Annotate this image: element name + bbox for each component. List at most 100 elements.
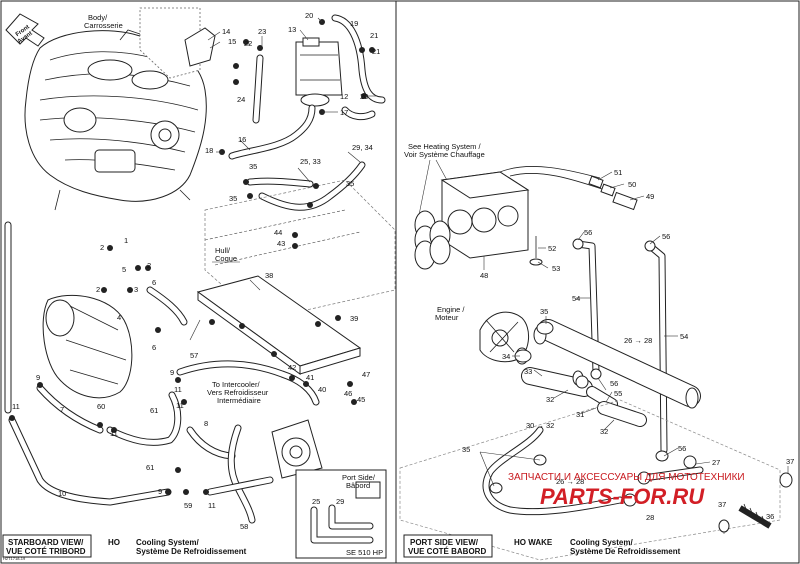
intercooler-label-2: Vers Refroidisseur (207, 388, 269, 397)
cooling-system-title-left: Cooling System/ (136, 538, 199, 547)
intercooler-label-1: To Intercooler/ (212, 380, 260, 389)
callout-9a: 9 (36, 373, 40, 382)
callout-60: 60 (97, 402, 105, 411)
callout-32a: 32 (546, 395, 554, 404)
callout-13: 13 (288, 25, 296, 34)
callout-48: 48 (480, 271, 488, 280)
port-side-view-box (403, 534, 493, 558)
callout-38: 38 (265, 271, 273, 280)
systeme-title-right: Système De Refroidissement (570, 547, 681, 556)
callout-25-33: 25, 33 (300, 157, 321, 166)
model-label-right: HO WAKE (514, 538, 553, 547)
watermark-text: ЗАПЧАСТИ И АКСЕССУАРЫ ДЛЯ МОТОТЕХНИКИ (508, 472, 745, 483)
vue-cote-tribord-label: VUE COTÉ TRIBORD (6, 547, 86, 556)
callout-11d: 11 (110, 429, 118, 438)
callout-55: 55 (614, 389, 622, 398)
callout-11c: 11 (12, 402, 20, 411)
callout-26-28: 26 → 28 (624, 336, 652, 345)
leader-lines-right (479, 171, 789, 534)
callout-35b: 35 (346, 179, 354, 188)
callout-43: 43 (277, 239, 285, 248)
callout-25: 25 (312, 497, 320, 506)
intercooler-label-3: Intermédiaire (217, 396, 261, 405)
callout-5: 5 (122, 265, 126, 274)
callout-4: 4 (117, 313, 121, 322)
callout-29: 29 (336, 497, 344, 506)
callout-9c: 9 (158, 487, 162, 496)
callout-19: 19 (350, 19, 358, 28)
callout-45: 45 (357, 395, 365, 404)
callouts-right: 51 50 49 56 56 52 53 48 54 54 35 34 26 →… (462, 168, 794, 522)
callout-47: 47 (362, 370, 370, 379)
body-label: Body/ (88, 13, 108, 22)
callout-56c: 56 (610, 379, 618, 388)
callout-28: 28 (646, 513, 654, 522)
callout-42: 42 (288, 363, 296, 372)
starboard-view-label: STARBOARD VIEW/ (8, 538, 84, 547)
callout-7: 7 (60, 405, 64, 414)
port-side-label: Port Side/ (342, 473, 376, 482)
front-arrow-icon: Front Avant (5, 13, 45, 47)
callout-39: 39 (350, 314, 358, 323)
clamps-right (489, 238, 793, 507)
moteur-label: Moteur (435, 313, 459, 322)
starboard-view-box (2, 534, 92, 558)
watermark-logo: PARTS-FOR.RU (540, 484, 705, 509)
callout-54a: 54 (572, 294, 580, 303)
callout-41: 41 (306, 373, 314, 382)
callout-32b: 32 (600, 427, 608, 436)
callout-30-32: 30 → 32 (526, 421, 554, 430)
callout-14: 14 (222, 27, 230, 36)
callout-49: 49 (646, 192, 654, 201)
callout-3: 3 (134, 285, 138, 294)
model-label-left: HO (108, 538, 120, 547)
callout-1: 1 (124, 236, 128, 245)
callout-35e: 35 (462, 445, 470, 454)
callout-20a: 20 (305, 11, 313, 20)
callout-33: 33 (524, 367, 532, 376)
callout-56b: 56 (662, 232, 670, 241)
callout-12: 12 (340, 92, 348, 101)
callout-40: 40 (318, 385, 326, 394)
fittings (9, 19, 375, 495)
callout-11b: 11 (176, 401, 184, 410)
right-panel: See Heating System / Voir Système Chauff… (399, 142, 794, 561)
body-panel (139, 7, 216, 79)
callout-6a: 6 (152, 278, 156, 287)
callout-35a: 35 (249, 162, 257, 171)
callout-59: 59 (184, 501, 192, 510)
callout-31: 31 (576, 410, 584, 419)
vue-cote-babord-label: VUE COTÉ BABORD (408, 547, 486, 556)
callout-58: 58 (240, 522, 248, 531)
heating-label-1: See Heating System / (408, 142, 481, 151)
heater-box (440, 166, 606, 259)
callout-21a: 21 (370, 31, 378, 40)
coolant-reservoir (295, 37, 343, 107)
callout-18: 18 (205, 146, 213, 155)
callout-37b: 37 (718, 500, 726, 509)
leader-lines-left (189, 17, 376, 341)
callout-16: 16 (238, 135, 246, 144)
drawing-code: H2T1718-19 (3, 556, 26, 561)
callout-50: 50 (628, 180, 636, 189)
callout-9b: 9 (170, 368, 174, 377)
callout-35d: 35 (540, 307, 548, 316)
engine-label: Engine / (437, 305, 465, 314)
callout-20b: 20 (360, 92, 368, 101)
left-panel: Front Avant Body/ Carrosserie (2, 7, 396, 561)
heating-label-2: Voir Système Chauffage (404, 150, 485, 159)
callout-8: 8 (204, 419, 208, 428)
hull-outline (204, 179, 396, 321)
callout-61b: 61 (146, 463, 154, 472)
callout-54b: 54 (680, 332, 688, 341)
callout-2b: 2 (147, 261, 151, 270)
coque-label: Coque (215, 254, 237, 263)
engine-port-view (479, 311, 529, 363)
hose-10 (8, 416, 172, 506)
callout-51: 51 (614, 168, 622, 177)
heat-exchanger-plate (196, 275, 362, 375)
callout-37a: 37 (786, 457, 794, 466)
hull-label: Hull/ (215, 246, 231, 255)
